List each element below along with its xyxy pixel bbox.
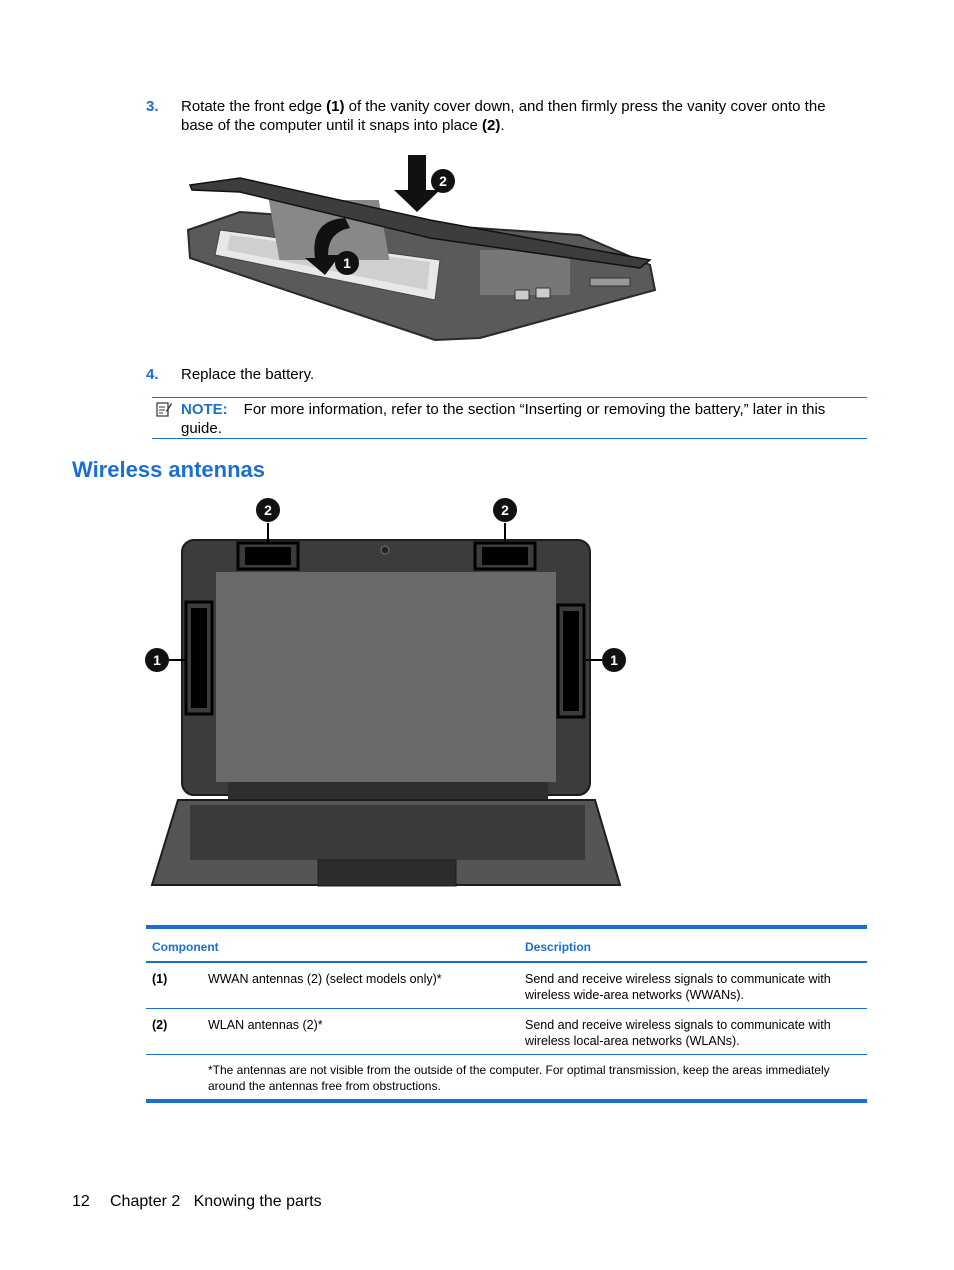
row-1-component: WWAN antennas (2) (select models only)* [208,972,442,986]
laptop-antennas-figure: 2 2 1 1 [145,498,626,887]
note-box [152,397,867,439]
callout-1-number: 1 [343,255,351,271]
table-row: (2) WLAN antennas (2)* Send and receive … [146,1009,867,1055]
row-2-component: WLAN antennas (2)* [208,1018,323,1032]
callout-2-number: 2 [439,173,447,189]
step-3-bold-b: (2) [482,117,501,134]
callout-2-left-number: 2 [264,502,272,518]
table-footnote-row: *The antennas are not visible from the o… [146,1055,867,1099]
step-3-number: 3. [146,98,159,115]
callout-2-circle [431,169,455,193]
note-line2: guide. [181,420,222,437]
component-table: Component Description (1) WWAN antennas … [146,925,867,1103]
row-1-description: Send and receive wireless signals to com… [525,971,831,1003]
row-2-number: (2) [152,1018,168,1032]
row-1-number: (1) [152,972,168,986]
step-3-bold-a: (1) [326,98,345,115]
note-label: NOTE: [181,401,228,418]
chapter-title: Chapter 2 Knowing the parts [110,1193,322,1210]
table-header-row: Component Description [146,929,867,963]
row-1-desc-line2: wireless wide-area networks (WWANs). [525,988,745,1002]
callout-1-left-circle [145,648,169,672]
row-1-desc-line1: Send and receive wireless signals to com… [525,972,831,986]
footnote-line2: around the antennas free from obstructio… [208,1079,441,1093]
callout-2-right-circle [493,498,517,522]
callout-1-left-number: 1 [153,652,161,668]
callout-2-left-circle [256,498,280,522]
header-description: Description [525,940,592,954]
page-number: 12 [72,1193,90,1210]
table-footnote: *The antennas are not visible from the o… [208,1062,830,1094]
row-2-desc-line1: Send and receive wireless signals to com… [525,1018,831,1032]
table-row: (1) WWAN antennas (2) (select models onl… [146,963,867,1009]
callout-1-circle [335,251,359,275]
row-2-desc-line2: wireless local-area networks (WLANs). [525,1034,740,1048]
footnote-line1: *The antennas are not visible from the o… [208,1063,830,1077]
step-3-line2-b: . [500,117,505,134]
section-title: Wireless antennas [72,457,265,482]
note-line1: For more information, refer to the secti… [243,401,826,418]
vanity-cover-figure: 1 2 [186,155,657,342]
step-4-text: Replace the battery. [181,366,315,383]
note-icon [156,402,172,417]
callout-1-right-number: 1 [610,652,618,668]
row-2-description: Send and receive wireless signals to com… [525,1017,831,1049]
table-bottom-rule [146,1099,867,1103]
note-text: NOTE: For more information, refer to the … [181,400,871,438]
header-component: Component [152,940,219,954]
step-3-line2-a: base of the computer until it snaps into… [181,117,483,134]
table-top-rule [146,925,867,929]
callout-2-right-number: 2 [501,502,509,518]
step-4-number: 4. [146,366,159,383]
step-3-text-a: Rotate the front edge [181,98,327,115]
step-3-text-b: of the vanity cover down, and then firml… [344,98,826,115]
callout-1-right-circle [602,648,626,672]
step-3-text: Rotate the front edge (1) of the vanity … [181,97,881,135]
